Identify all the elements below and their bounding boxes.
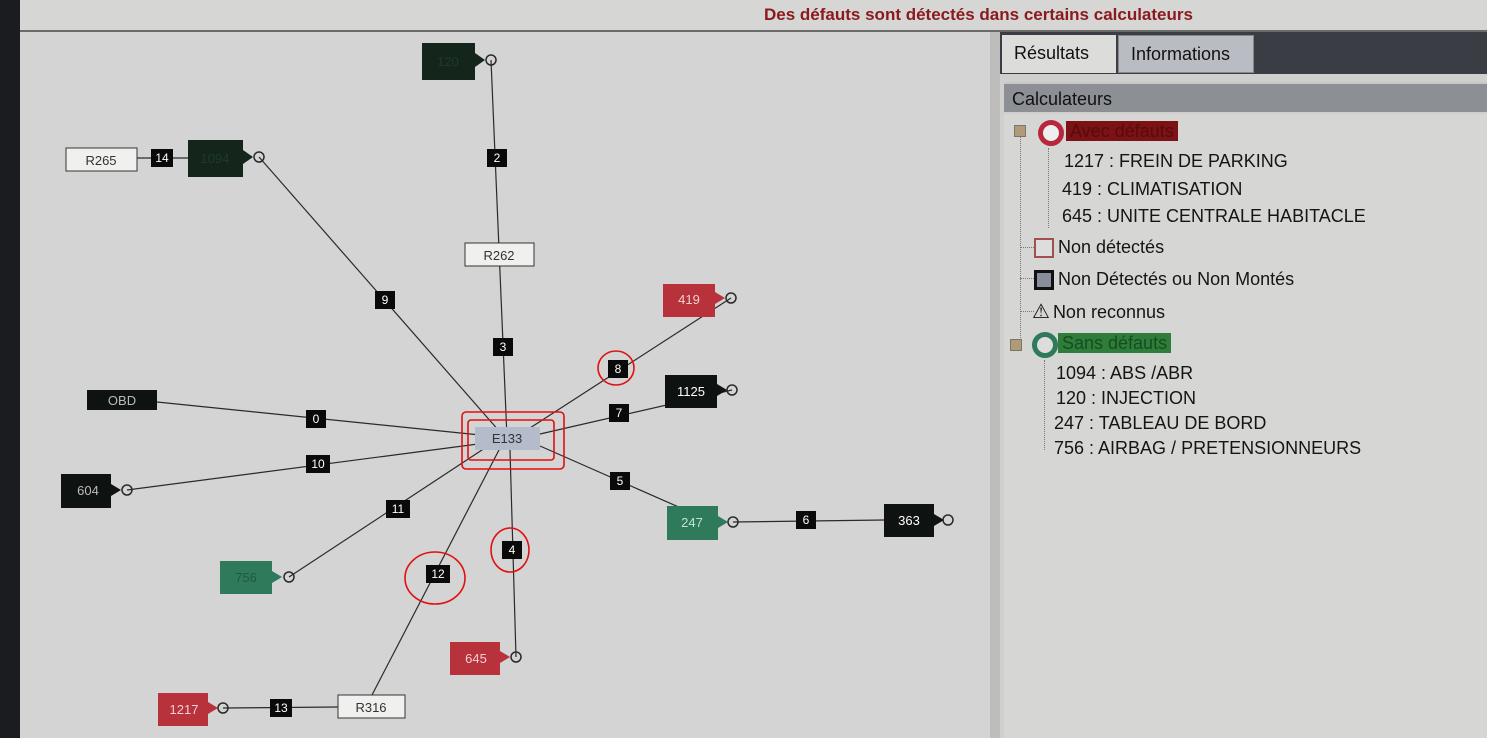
tree-item[interactable]: 120 : INJECTION [1056,388,1197,408]
svg-text:E133: E133 [492,431,522,446]
svg-text:5: 5 [617,474,624,488]
splitter[interactable] [990,32,1000,738]
group-not-recognized[interactable]: ⚠Non reconnus [1032,301,1166,323]
ecu-tree: Avec défauts 1217 : FREIN DE PARKING 419… [1004,114,1487,738]
svg-text:604: 604 [77,483,99,498]
svg-text:419: 419 [678,292,700,307]
link-badge-11[interactable]: 11 [386,500,410,518]
svg-text:14: 14 [155,151,169,165]
link-badge-12[interactable]: 12 [426,565,450,583]
junction-r265[interactable]: R265 [65,147,138,172]
tree-item[interactable]: 419 : CLIMATISATION [1062,179,1243,199]
junction-r316[interactable]: R316 [337,694,406,719]
network-diagram: 120 1094 419 1125 OBD 604 247 363 756 64… [20,32,990,738]
svg-text:120: 120 [437,54,459,69]
fault-ring-icon [1038,120,1064,146]
link-badge-7[interactable]: 7 [609,404,629,422]
ecu-node-247[interactable]: 247 [667,506,728,540]
ecu-node-363[interactable]: 363 [884,504,944,537]
tree-item[interactable]: 645 : UNITE CENTRALE HABITACLE [1062,206,1366,226]
tree-item[interactable]: 756 : AIRBAG / PRETENSIONNEURS [1054,438,1362,458]
junction-r262[interactable]: R262 [464,242,535,267]
svg-text:OBD: OBD [108,393,136,408]
panel-header: Calculateurs [1004,82,1487,112]
svg-text:756: 756 [235,570,257,585]
svg-text:R262: R262 [483,248,514,263]
link-badges: 14 2 3 9 8 7 0 10 5 6 11 12 4 13 [151,149,816,717]
tree-item[interactable]: 1217 : FREIN DE PARKING [1064,151,1288,171]
tab-bar: Résultats Informations [1000,32,1487,74]
gateway-e133[interactable]: E133 [475,427,540,450]
status-title: Des défauts sont détectés dans certains … [764,5,1193,24]
svg-text:363: 363 [898,513,920,528]
link-badge-2[interactable]: 2 [487,149,507,167]
svg-text:3: 3 [500,340,507,354]
warning-icon: ⚠ [1032,301,1050,323]
link-badge-4[interactable]: 4 [502,541,522,559]
svg-text:645: 645 [465,651,487,666]
group-not-detected-or-not-fitted[interactable]: Non Détectés ou Non Montés [1034,266,1294,292]
ecu-node-120[interactable]: 120 [422,43,485,80]
svg-text:11: 11 [392,502,405,516]
collapse-icon[interactable] [1014,125,1026,137]
svg-text:10: 10 [311,457,325,471]
link-badge-9[interactable]: 9 [375,291,395,309]
empty-square-icon [1034,238,1054,259]
link-badge-5[interactable]: 5 [610,472,630,490]
link-badge-3[interactable]: 3 [493,338,513,356]
svg-text:4: 4 [509,543,516,557]
svg-text:13: 13 [274,701,288,715]
svg-text:2: 2 [494,151,501,165]
svg-text:R316: R316 [355,700,386,715]
svg-text:1217: 1217 [170,702,199,717]
ecu-node-1217[interactable]: 1217 [158,693,218,726]
ecu-node-1094[interactable]: 1094 [188,140,253,177]
group-with-faults[interactable]: Avec défauts [1066,121,1178,141]
svg-text:R265: R265 [85,153,116,168]
link-badge-8[interactable]: 8 [608,360,628,378]
svg-text:1125: 1125 [677,384,705,399]
svg-text:7: 7 [616,406,623,420]
link-badge-6[interactable]: 6 [796,511,816,529]
link-badge-10[interactable]: 10 [306,455,330,473]
group-not-detected[interactable]: Non détectés [1034,234,1164,260]
svg-text:0: 0 [313,412,320,426]
title-bar [20,0,1487,32]
link-badge-14[interactable]: 14 [151,149,173,167]
ecu-node-604[interactable]: 604 [61,474,121,508]
ok-ring-icon [1032,332,1058,358]
tab-resultats[interactable]: Résultats [1002,35,1116,73]
link-badge-0[interactable]: 0 [306,410,326,428]
obd-node[interactable]: OBD [87,390,157,410]
ecu-node-419[interactable]: 419 [663,284,725,317]
results-panel: Résultats Informations Calculateurs Avec… [1000,32,1487,738]
ecu-node-645[interactable]: 645 [450,642,510,675]
ecu-node-756[interactable]: 756 [220,561,282,594]
gray-square-icon [1034,270,1054,291]
collapse-icon[interactable] [1010,339,1022,351]
tree-item[interactable]: 247 : TABLEAU DE BORD [1054,413,1267,433]
tab-informations[interactable]: Informations [1118,35,1254,73]
svg-text:1094: 1094 [201,151,230,166]
svg-text:247: 247 [681,515,703,530]
link-badge-13[interactable]: 13 [270,699,292,717]
ecu-node-1125[interactable]: 1125 [665,375,727,408]
tree-item[interactable]: 1094 : ABS /ABR [1056,363,1194,383]
hand-annotations [404,350,635,605]
svg-text:12: 12 [431,567,445,581]
svg-text:8: 8 [615,362,622,376]
svg-text:6: 6 [803,513,810,527]
group-without-faults[interactable]: Sans défauts [1058,333,1172,353]
svg-text:9: 9 [382,293,389,307]
